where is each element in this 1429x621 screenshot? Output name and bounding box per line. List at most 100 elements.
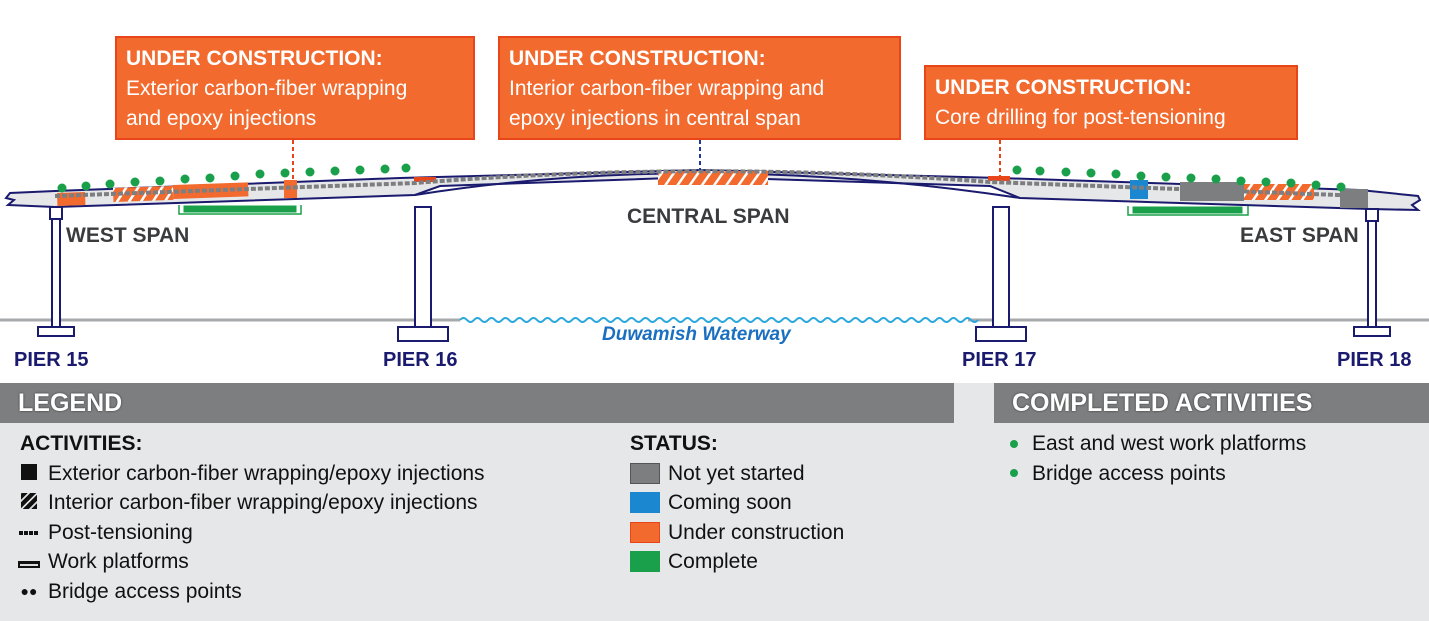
solid-square-icon [18, 459, 40, 489]
segment-east-not-started-2 [1340, 189, 1368, 208]
access-point-dot [1311, 180, 1321, 190]
status-list: STATUS: Not yet started Coming soon Unde… [630, 429, 844, 577]
access-point-dot [180, 174, 190, 184]
pier-18 [1353, 208, 1391, 337]
callout-heading: UNDER CONSTRUCTION: [509, 47, 766, 70]
dashed-line-icon [18, 518, 40, 548]
access-point-dot [380, 164, 390, 174]
access-point-dot [1012, 165, 1022, 175]
gray-swatch-icon [630, 462, 660, 484]
completed-item: East and west work platforms [1032, 432, 1307, 455]
west-span-label: WEST SPAN [66, 224, 189, 247]
access-point-dot [305, 167, 315, 177]
access-point-dot [1136, 171, 1146, 181]
access-point-dot [230, 171, 240, 181]
activity-label: Work platforms [48, 550, 189, 573]
access-point-dot [280, 168, 290, 178]
callout-text: Core drilling for post-tensioning [935, 106, 1226, 129]
legend-panel: LEGEND COMPLETED ACTIVITIES ACTIVITIES: … [0, 383, 1429, 621]
post-tensioning-line [54, 169, 1366, 198]
status-label: Under construction [668, 520, 845, 544]
activity-label: Exterior carbon-fiber wrapping/epoxy inj… [48, 461, 485, 485]
pier-15-label: PIER 15 [14, 349, 88, 371]
callout-central: UNDER CONSTRUCTION: Interior carbon-fibe… [498, 36, 901, 140]
list-item: Coming soon [630, 488, 844, 518]
list-item: Interior carbon-fiber wrapping/epoxy inj… [18, 488, 485, 518]
pier-17-label: PIER 17 [962, 349, 1036, 371]
activity-label: Interior carbon-fiber wrapping/epoxy inj… [48, 491, 478, 514]
access-point-dot [155, 176, 165, 186]
segment-east-interior [1244, 184, 1314, 200]
pier-16 [397, 206, 449, 342]
activity-label: Post-tensioning [48, 520, 193, 544]
status-heading: STATUS: [630, 432, 718, 455]
access-point-dot [330, 166, 340, 176]
access-point-dot [105, 179, 115, 189]
completed-item: Bridge access points [1032, 461, 1226, 485]
callout-text: epoxy injections in central span [509, 107, 801, 130]
access-point-dot [1336, 182, 1346, 192]
waterway-label: Duwamish Waterway [602, 324, 792, 345]
blue-swatch-icon [630, 492, 660, 514]
access-point-dot [1286, 178, 1296, 188]
callout-east: UNDER CONSTRUCTION: Core drilling for po… [924, 65, 1298, 140]
access-point-dot [130, 177, 140, 187]
list-item: East and west work platforms [998, 429, 1306, 459]
access-point-dot [57, 183, 67, 193]
activity-label: Bridge access points [48, 579, 242, 603]
callout-heading: UNDER CONSTRUCTION: [935, 76, 1192, 99]
access-point-dot [355, 165, 365, 175]
access-point-dot [401, 163, 411, 173]
access-point-dot [1186, 173, 1196, 183]
list-item: Bridge access points [998, 459, 1306, 489]
completed-list: East and west work platforms Bridge acce… [998, 429, 1306, 488]
green-swatch-icon [630, 551, 660, 573]
status-label: Not yet started [668, 461, 805, 485]
segment-central-interior [658, 171, 768, 185]
bullet-icon [1010, 439, 1018, 448]
activities-heading: ACTIVITIES: [20, 432, 143, 455]
status-label: Complete [668, 550, 758, 573]
completed-title: COMPLETED ACTIVITIES [994, 383, 1429, 423]
east-span-label: EAST SPAN [1240, 224, 1359, 247]
bridge-diagram: WEST SPAN CENTRAL SPAN EAST SPAN PIER 15… [0, 140, 1429, 371]
segment-core-17 [988, 176, 1010, 181]
access-point-dot [1236, 176, 1246, 186]
callout-text: Interior carbon-fiber wrapping and [509, 77, 825, 100]
access-point-dot [205, 173, 215, 183]
water-wave [459, 317, 979, 323]
legend-title: LEGEND [0, 383, 954, 423]
list-item: Complete [630, 547, 844, 577]
callout-text: and epoxy injections [126, 107, 317, 130]
access-point-dot [1211, 174, 1221, 184]
platform-icon [18, 547, 40, 577]
bridge-access-points [57, 163, 1346, 193]
orange-swatch-icon [630, 521, 660, 543]
bullet-icon [1010, 469, 1018, 478]
access-point-dot [1061, 167, 1071, 177]
callout-west: UNDER CONSTRUCTION: Exterior carbon-fibe… [115, 36, 475, 140]
list-item: Post-tensioning [18, 518, 485, 548]
access-point-dot [1111, 169, 1121, 179]
dots-icon: ●● [20, 582, 38, 599]
access-point-dot [1161, 172, 1171, 182]
list-item: Under construction [630, 518, 844, 548]
access-point-dot [255, 169, 265, 179]
hatched-square-icon [18, 488, 40, 518]
access-point-dot [1035, 166, 1045, 176]
list-item: Exterior carbon-fiber wrapping/epoxy inj… [18, 459, 485, 489]
status-label: Coming soon [668, 491, 792, 514]
segment-east-coming-soon [1130, 180, 1148, 199]
pier-18-label: PIER 18 [1337, 349, 1411, 371]
pier-16-label: PIER 16 [383, 349, 457, 371]
work-platform-east [1127, 206, 1249, 216]
central-span-label: CENTRAL SPAN [627, 205, 790, 228]
access-point-dot [81, 181, 91, 191]
work-platform-west [178, 205, 302, 215]
list-item: ●● Bridge access points [18, 577, 485, 607]
callout-heading: UNDER CONSTRUCTION: [126, 47, 383, 70]
callout-text: Exterior carbon-fiber wrapping [126, 77, 408, 100]
access-point-dot [1261, 177, 1271, 187]
access-point-dot [1086, 168, 1096, 178]
pier-15 [37, 206, 75, 337]
